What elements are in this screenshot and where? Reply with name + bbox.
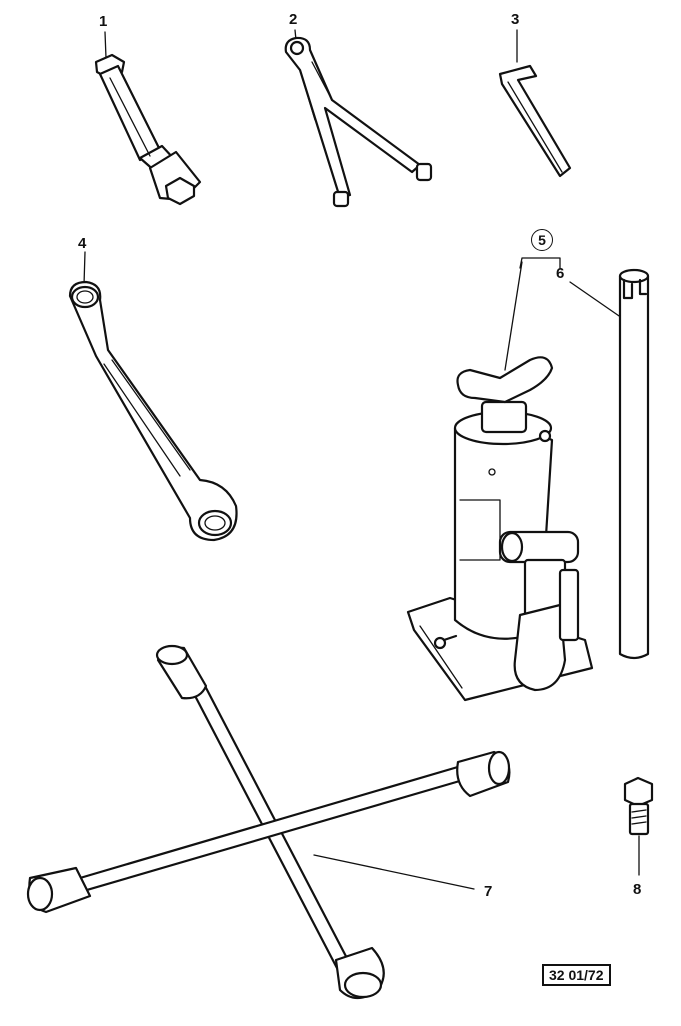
jack-handle-bar-icon [569,268,650,660]
label-item-3: 3 [511,11,520,28]
figure-reference: 32 01/72 [542,964,611,986]
label-item-8: 8 [633,881,642,898]
ring-spanner-icon [68,251,238,542]
label-item-1: 1 [99,13,108,30]
label-item-6: 6 [556,265,565,282]
four-way-wheel-brace-icon [26,644,511,1000]
label-item-2: 2 [289,11,298,28]
label-item-5: 5 [531,229,553,251]
bottle-jack-icon [406,257,594,702]
bolt-icon [623,776,654,876]
hex-key-icon [498,29,572,178]
box-spanner-icon [94,31,202,206]
label-item-4: 4 [78,235,87,252]
pin-spanner-icon [284,29,433,208]
label-item-7: 7 [484,883,493,900]
